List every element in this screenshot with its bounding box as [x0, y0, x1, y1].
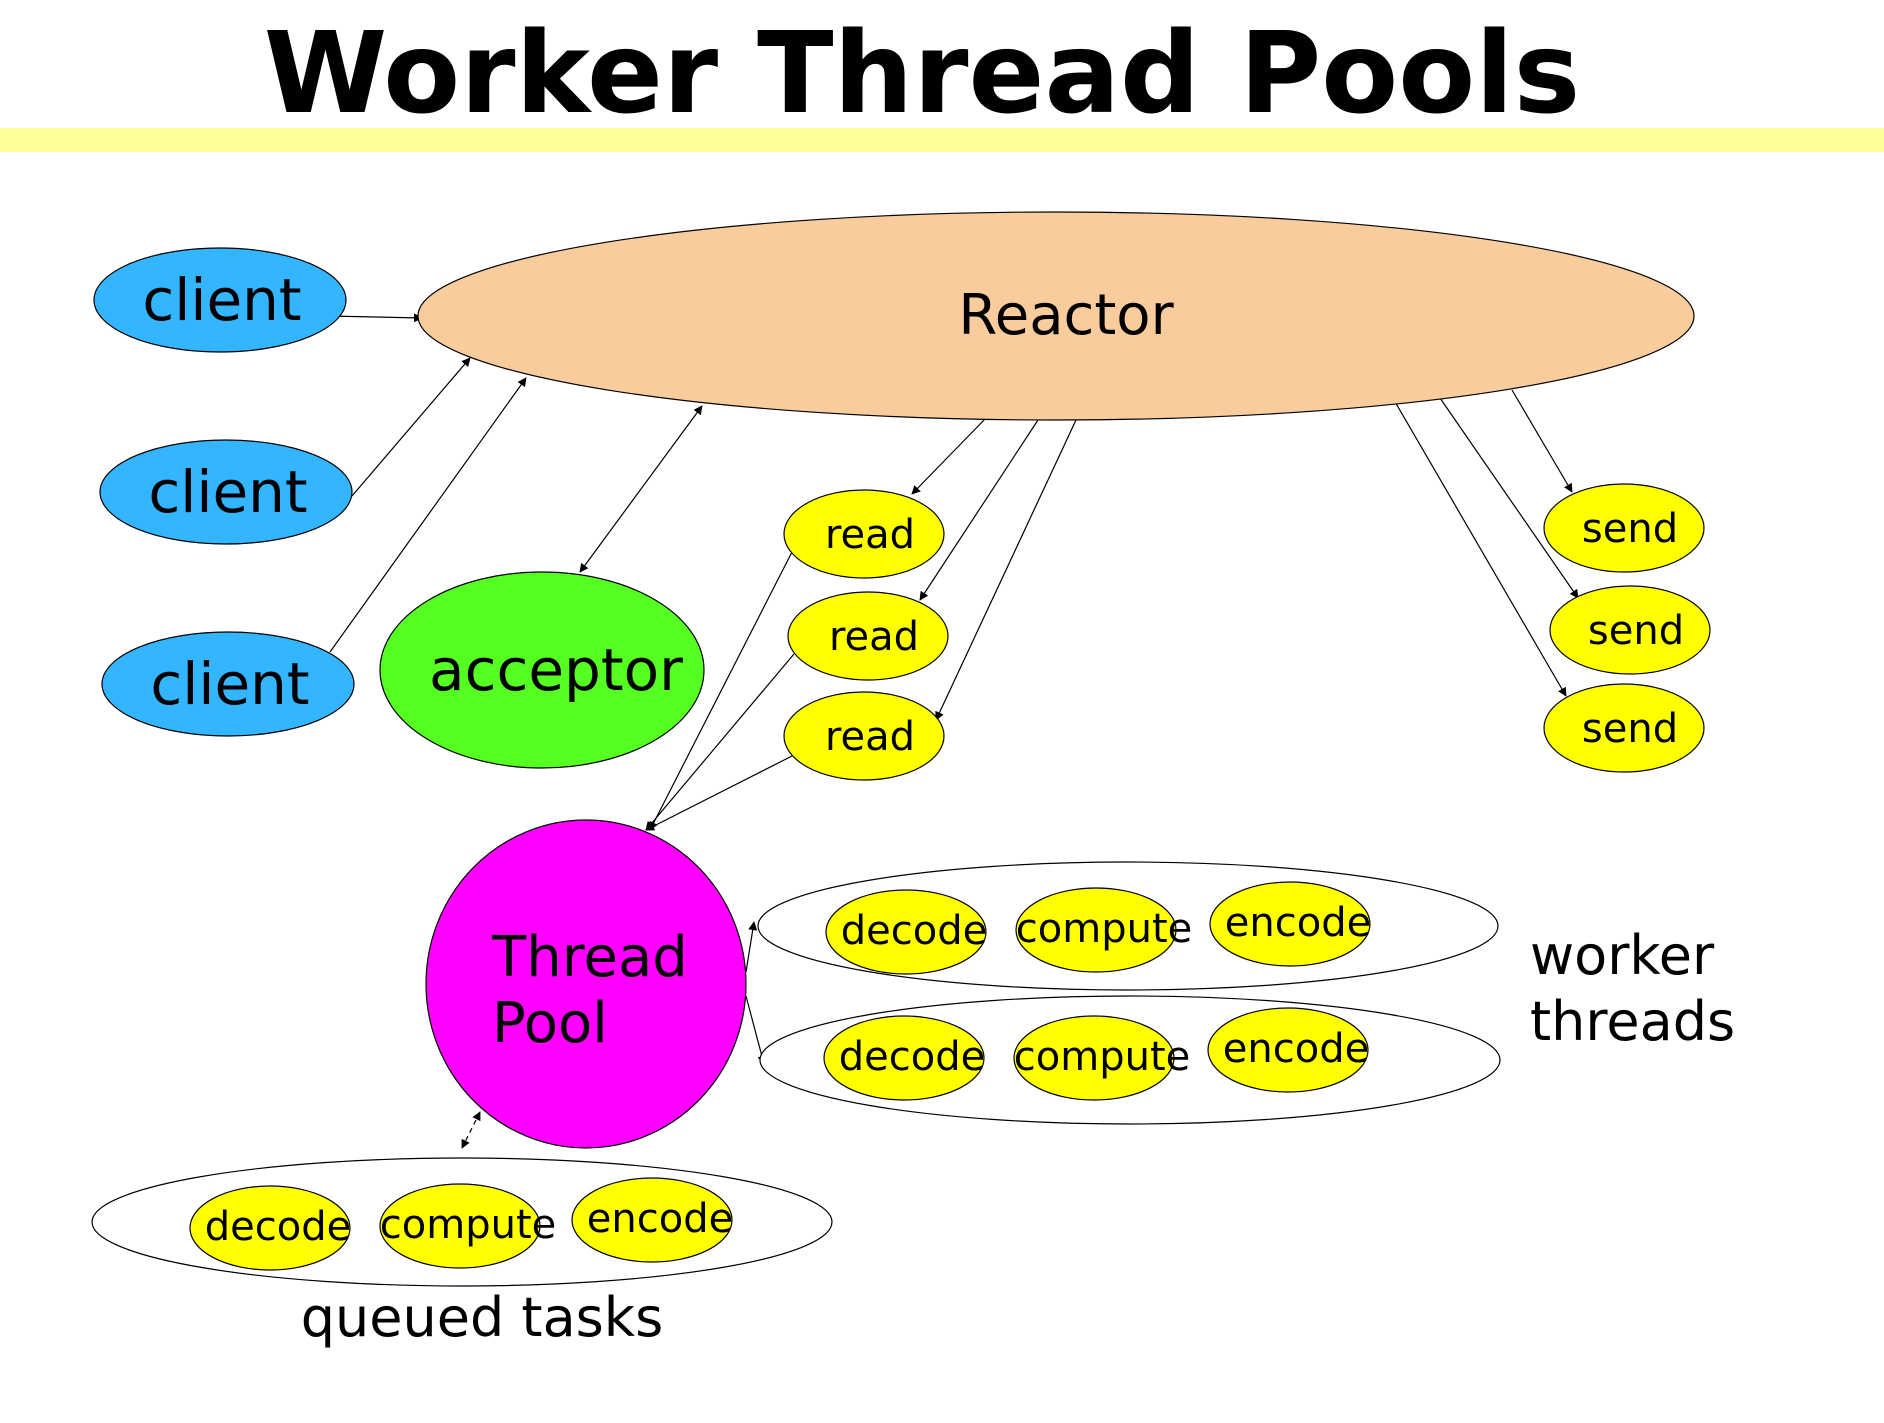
worker-threads-group: decode compute encode decode compute enc… [757, 861, 1735, 1125]
task-decode-label: decode [841, 908, 987, 954]
send-node: send [1549, 585, 1711, 675]
read-label: read [829, 614, 919, 660]
thread-pool-node: Thread Pool [425, 819, 747, 1149]
task-decode [189, 1185, 351, 1271]
task-encode [1207, 1007, 1369, 1093]
edge-client3-reactor [329, 377, 527, 653]
edge-pool-worker-row2 [745, 995, 767, 1065]
edge-reactor-send1 [1511, 389, 1573, 493]
send-label: send [1582, 506, 1678, 552]
edge-pool-queue [461, 1111, 481, 1149]
page-title: Worker Thread Pools [264, 9, 1581, 139]
reactor-node: Reactor [417, 211, 1695, 421]
edge-reactor-send3 [1393, 399, 1567, 697]
acceptor-node: acceptor [379, 571, 705, 769]
edge-reactor-read1 [911, 417, 987, 495]
task-decode-label: decode [205, 1204, 351, 1250]
read-label: read [825, 714, 915, 760]
edge-reactor-read3 [935, 419, 1077, 721]
client-label: client [150, 650, 309, 718]
task-compute-label: compute [1014, 1034, 1190, 1080]
acceptor-label: acceptor [429, 636, 683, 704]
task-encode [571, 1177, 733, 1263]
edge-client2-reactor [351, 357, 471, 497]
edge-read2-pool [645, 653, 795, 831]
task-encode-label: encode [1223, 1026, 1369, 1072]
queued-tasks-group: decode compute encode queued tasks [91, 1157, 833, 1349]
send-node: send [1543, 483, 1705, 573]
task-encode-label: encode [1225, 900, 1371, 946]
read-label: read [825, 512, 915, 558]
edge-pool-worker-row1 [745, 921, 758, 973]
worker-row: decode compute encode [757, 861, 1499, 991]
edge-client1-reactor [327, 313, 423, 323]
task-decode [825, 889, 987, 975]
connectors [327, 313, 1579, 1149]
worker-threads-label-line1: worker [1530, 924, 1715, 987]
send-label: send [1582, 706, 1678, 752]
title-bar [0, 128, 1884, 152]
client-node: client [101, 631, 355, 737]
task-compute [1015, 887, 1177, 973]
reactor-label: Reactor [958, 283, 1174, 348]
read-node: read [783, 691, 945, 781]
client-node: client [99, 439, 353, 545]
task-encode [1209, 881, 1371, 967]
task-compute-label: compute [1016, 906, 1192, 952]
client-label: client [148, 458, 307, 526]
send-node: send [1543, 683, 1705, 773]
send-label: send [1588, 608, 1684, 654]
edge-read1-pool [649, 551, 793, 831]
worker-threads-label-line2: threads [1530, 990, 1735, 1053]
edge-reactor-acceptor [579, 405, 703, 573]
edge-read3-pool [645, 755, 793, 831]
read-node: read [783, 489, 945, 579]
task-decode [823, 1015, 985, 1101]
task-compute [1013, 1015, 1175, 1101]
task-compute [379, 1183, 541, 1269]
worker-row: decode compute encode [759, 995, 1501, 1125]
read-node: read [787, 591, 949, 681]
edge-reactor-send2 [1439, 397, 1579, 599]
thread-pool-label-line1: Thread [491, 925, 688, 990]
thread-pool-label-line2: Pool [492, 991, 608, 1056]
client-node: client [93, 247, 347, 353]
task-decode-label: decode [839, 1034, 985, 1080]
queued-tasks-label: queued tasks [301, 1286, 663, 1349]
client-label: client [142, 266, 301, 334]
task-compute-label: compute [380, 1202, 556, 1248]
edge-reactor-read2 [919, 419, 1039, 601]
task-encode-label: encode [587, 1196, 733, 1242]
